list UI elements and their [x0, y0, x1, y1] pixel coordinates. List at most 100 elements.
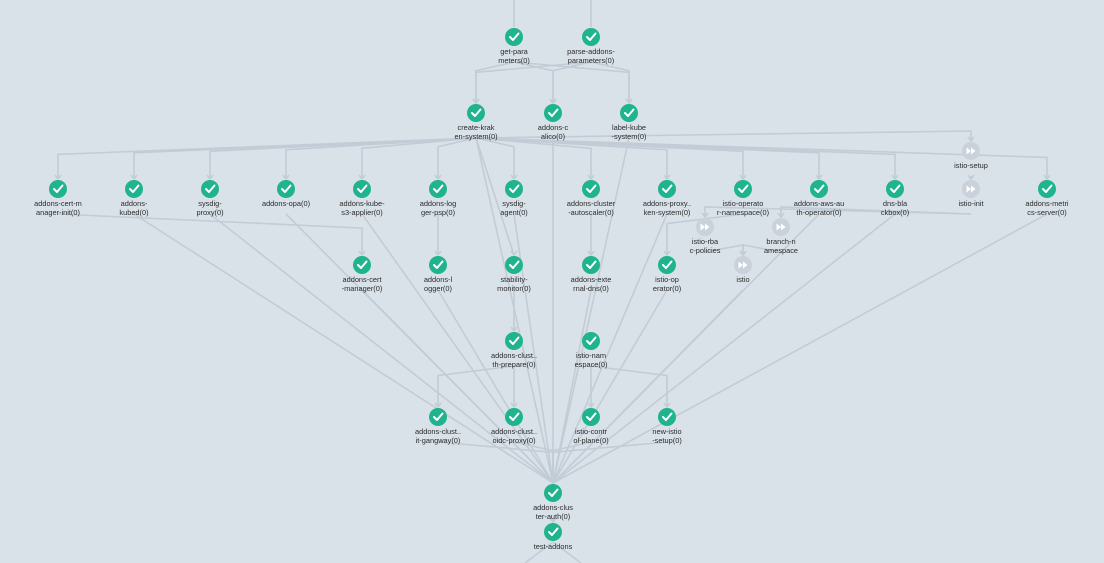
node-status-circle: [505, 180, 523, 198]
edge-arrowhead: [510, 402, 518, 409]
node-addons-opa[interactable]: addons-opa(0): [262, 180, 310, 208]
node-addons-cluster-autoscaler[interactable]: addons-cluster-autoscaler(0): [567, 180, 616, 217]
node-label-line: sysdig-: [198, 199, 222, 208]
node-status-circle: [505, 408, 523, 426]
node-label-line: it-gangway(0): [416, 436, 461, 445]
node-addons-cluster-it-gangway[interactable]: addons-clust..it-gangway(0): [415, 408, 461, 445]
edge-arrowhead: [510, 250, 518, 257]
node-label-line: sysdig-: [502, 199, 526, 208]
edge-istio-operator-namespace-to-istio-operator: [666, 213, 744, 255]
edge-arrowhead: [434, 174, 442, 181]
node-addons-cert-manager[interactable]: addons-cert-manager(0): [342, 256, 383, 293]
check-icon: [890, 184, 901, 193]
node-label-line: istio-contr: [575, 427, 608, 436]
edge-arrowhead: [434, 402, 442, 409]
node-label-line: istio-op: [655, 275, 679, 284]
node-label-line: test-addons: [534, 542, 573, 551]
edge-arrowhead: [358, 174, 366, 181]
check-icon: [471, 108, 482, 117]
node-label-line: erator(0): [653, 284, 681, 293]
node-label-line: new-istio: [652, 427, 681, 436]
node-label-line: addons-c: [538, 123, 569, 132]
node-addons-kube-s3-applier[interactable]: addons-kube-s3-applier(0): [339, 180, 385, 217]
node-status-circle: [620, 104, 638, 122]
edge-create-kraken-system-to-addons-cluster-autoscaler: [475, 137, 592, 179]
edge-arrowhead: [739, 250, 747, 257]
node-label-line: addons-exte: [571, 275, 612, 284]
node-label-line: rnal-dns(0): [573, 284, 609, 293]
node-label-kube-system[interactable]: label-kube-system(0): [612, 104, 647, 141]
node-label-line: addons-cluster: [567, 199, 616, 208]
node-new-istio-setup[interactable]: new-istio-setup(0): [652, 408, 682, 445]
edge-arrowhead: [1043, 174, 1051, 181]
edge-arrowhead: [282, 174, 290, 181]
node-label-line: -autoscaler(0): [568, 208, 614, 217]
node-sysdig-proxy[interactable]: sysdig-proxy(0): [196, 180, 224, 217]
edge-parse-addons-parameters-to-addons-calico: [552, 61, 592, 103]
edge-dns-blackbox-to-addons-cluster-auth: [552, 213, 896, 484]
edge-arrowhead: [663, 250, 671, 257]
node-label: addons-cert-manager(0): [342, 275, 383, 293]
node-addons-kubed[interactable]: addons-kubed(0): [119, 180, 149, 217]
node-label-line: r-namespace(0): [717, 208, 769, 217]
node-status-circle: [125, 180, 143, 198]
edge-create-kraken-system-to-addons-logger-psp: [437, 137, 477, 179]
edge-istio-namespace-to-new-istio-setup: [590, 365, 668, 407]
edge-arrowhead: [434, 250, 442, 257]
node-label-line: dns-bla: [883, 199, 908, 208]
node-sysdig-agent[interactable]: sysdig-agent(0): [500, 180, 528, 217]
check-icon: [586, 32, 597, 41]
edge-arrowhead: [701, 212, 709, 219]
node-label-line: cs-server(0): [1027, 208, 1066, 217]
node-label-line: addons-clust..: [491, 427, 537, 436]
check-icon: [548, 108, 559, 117]
node-istio[interactable]: istio: [734, 256, 752, 284]
node-istio-setup[interactable]: istio-setup: [954, 142, 988, 170]
node-status-circle: [353, 180, 371, 198]
node-test-addons[interactable]: test-addons: [534, 523, 573, 551]
node-addons-cluster-auth-prepare[interactable]: addons-clust..th-prepare(0): [491, 332, 537, 369]
node-status-circle: [505, 28, 523, 46]
edge-arrowhead: [549, 517, 557, 524]
node-label-line: -system(0): [612, 132, 647, 141]
edge-istio-operator-to-addons-cluster-auth: [552, 289, 668, 484]
edge-arrowhead: [967, 174, 975, 181]
node-addons-cluster-oidc-proxy[interactable]: addons-clust..oidc-proxy(0): [491, 408, 537, 445]
node-label-line: anager-init(0): [36, 208, 80, 217]
check-icon: [814, 184, 825, 193]
node-istio-init[interactable]: istio-init: [958, 180, 984, 208]
edge-arrowhead: [625, 98, 633, 105]
node-status-circle: [201, 180, 219, 198]
edge-create-kraken-system-to-addons-metrics-server: [475, 137, 1048, 179]
skip-forward-icon: [738, 261, 748, 269]
node-stability-monitor[interactable]: stability-monitor(0): [497, 256, 531, 293]
node-parse-addons-parameters[interactable]: parse-addons-parameters(0): [567, 28, 615, 65]
node-label-line: ckbox(0): [881, 208, 909, 217]
node-addons-proxy-ken-system[interactable]: addons-proxy..ken-system(0): [643, 180, 691, 217]
node-label: istio: [736, 275, 749, 284]
edge-arrowhead: [130, 174, 138, 181]
node-label-line: branch-n: [766, 237, 795, 246]
edge-create-kraken-system-to-addons-kube-s3-applier: [361, 137, 477, 179]
node-label: parse-addons-parameters(0): [567, 47, 615, 65]
